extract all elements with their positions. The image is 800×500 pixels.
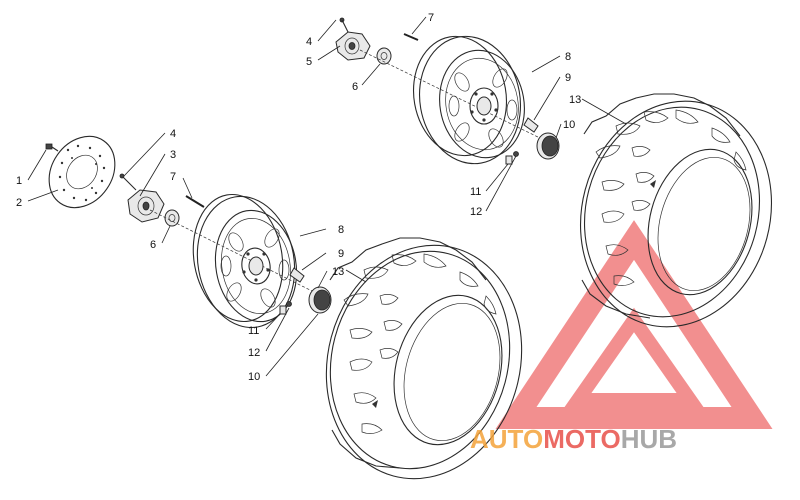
brake-disc-left [48, 135, 116, 209]
callout-9-right: 9 [565, 72, 571, 84]
callout-7-left: 7 [170, 171, 176, 183]
callout-5-right: 5 [306, 56, 312, 68]
stud-left [119, 173, 137, 191]
callout-6-right: 6 [352, 81, 358, 93]
tire-left [325, 237, 523, 480]
callouts: 1 2 4 3 7 6 8 9 13 11 12 10 4 5 6 7 8 9 … [16, 12, 581, 383]
lug-nut-right [523, 117, 539, 133]
callout-9-left: 9 [338, 248, 344, 260]
callout-12-left: 12 [248, 347, 260, 359]
hub-cap-left [308, 286, 332, 314]
cotter-pin-left [185, 195, 205, 208]
leader-lines [27, 16, 627, 377]
callout-7-right: 7 [428, 12, 434, 24]
callout-10-right: 10 [563, 119, 575, 131]
callout-11-left: 11 [248, 325, 259, 337]
callout-6-left: 6 [150, 239, 156, 251]
callout-13-right: 13 [569, 94, 581, 106]
watermark-hub: HUB [621, 424, 677, 454]
callout-4-right: 4 [306, 36, 312, 48]
lug-nut-left [289, 267, 305, 283]
hub-left [127, 189, 165, 223]
hub-right [335, 31, 371, 61]
callout-12-right: 12 [470, 206, 482, 218]
callout-11-right: 11 [470, 186, 481, 198]
watermark-logo [495, 220, 773, 429]
callout-2-left: 2 [16, 197, 22, 209]
nut-left [164, 209, 180, 227]
valve-stem-left [279, 301, 292, 315]
callout-10-left: 10 [248, 371, 260, 383]
tire-right [579, 93, 773, 328]
watermark-auto: AUTO [470, 424, 543, 454]
svg-text:AUTOMOTOHUB: AUTOMOTOHUB [470, 424, 677, 454]
callout-13-left: 13 [332, 266, 344, 278]
callout-3-left: 3 [170, 149, 176, 161]
watermark-text: AUTOMOTOHUB [470, 424, 677, 454]
cotter-pin-right [403, 33, 419, 41]
watermark-moto: MOTO [543, 424, 621, 454]
callout-4-left: 4 [170, 128, 176, 140]
hub-cap-right [536, 132, 560, 160]
callout-8-right: 8 [565, 51, 571, 63]
rim-right [412, 35, 525, 165]
valve-stem-right [505, 151, 519, 165]
callout-8-left: 8 [338, 224, 344, 236]
callout-1-left: 1 [16, 175, 22, 187]
rim-left [192, 193, 298, 329]
bolt-left [45, 143, 59, 152]
